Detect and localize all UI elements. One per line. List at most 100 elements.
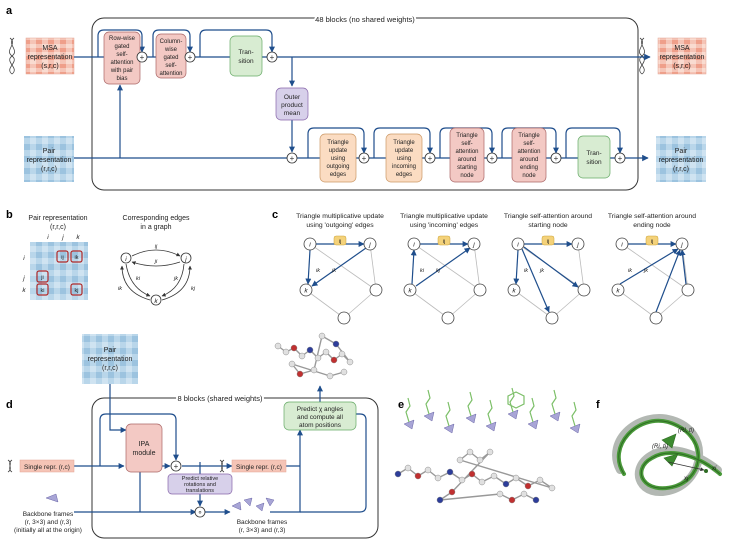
c-node-1-3 [369, 283, 383, 297]
pair-d-1: Pair [104, 347, 117, 354]
graph-edge-ki: ki [136, 276, 141, 282]
tri-start-3: attention [455, 149, 478, 155]
c-title-4-1: Triangle self-attention around [608, 213, 696, 220]
axis-row-j: j [22, 275, 25, 282]
graph-title-2: in a graph [140, 224, 171, 231]
dna-helix-icon [7, 459, 13, 473]
graph-edge-ik: ik [118, 286, 122, 292]
svg-text:∘: ∘ [197, 508, 202, 517]
dna-helix-icon [9, 37, 15, 75]
f-label-xi: xi [711, 466, 717, 472]
triangle-graph: i j k ij ji ki ik jk kj [118, 244, 196, 306]
c-node-4-4 [649, 311, 663, 325]
c-node-2-1 [467, 237, 481, 251]
tri-out-1: Triangle [327, 140, 349, 146]
c-node-4-0 [615, 237, 629, 251]
col-attn-3: gated [163, 55, 178, 61]
axis-row-k: k [22, 287, 26, 294]
svg-text:+: + [174, 462, 179, 471]
graph-node-i: i [125, 256, 127, 263]
c-title-4-2: ending node [633, 222, 671, 229]
graph-edge-kj: kj [191, 286, 196, 292]
pair-representation-input: Pair representation (r,r,c) [24, 136, 74, 182]
tri-out-5: edges [330, 172, 346, 178]
c-node-label-3-0: i [517, 242, 519, 249]
tri-out-2: update [329, 148, 348, 154]
single-out-label: Single repr. (r,c) [236, 464, 282, 471]
svg-text:+: + [554, 154, 559, 163]
block-frame-8 [91, 397, 379, 539]
svg-text:+: + [188, 53, 193, 62]
c-title-3-1: Triangle self-attention around [504, 213, 592, 220]
ball-and-stick-molecule-top [274, 332, 354, 380]
bb-in-3: (initially all at the origin) [14, 527, 82, 534]
ball-and-stick-molecule-bottom [394, 448, 556, 504]
c-edge-ik-2: ki [420, 268, 425, 274]
row-attn-1: Row-wise [109, 36, 136, 42]
ipa-module-box: IPA module [125, 423, 163, 473]
c-edge-ij-4: ij [651, 239, 653, 245]
triangle-update-outgoing-box: Triangle update using outgoing edges [319, 133, 357, 183]
bb-in-2: (r, 3×3) and (r,3) [25, 519, 72, 526]
pair-in-line-1: Pair [43, 148, 56, 155]
graph-node-j: j [184, 256, 187, 263]
c-node-2-2 [403, 283, 417, 297]
triangle-graph-c-3: Triangle self-attention around starting n… [504, 213, 592, 325]
single-repr-input: Single repr. (r,c) [7, 459, 75, 473]
col-attn-2: wise [164, 47, 178, 53]
c-node-1-4 [337, 311, 351, 325]
predict-rotations-box: Predict relative rotations and translati… [167, 473, 233, 495]
c-node-label-4-1: j [680, 242, 683, 249]
row-attn-5: with pair [110, 68, 133, 74]
f-label-rl: (Rl, tl) [678, 428, 694, 434]
triangle-attention-starting-node-box: Triangle self- attention around starting… [449, 127, 485, 183]
cell-ji: ji [40, 275, 43, 281]
panel-f-label: f [596, 399, 600, 411]
msa-out-line-1: MSA [674, 45, 690, 52]
add-operators-a [136, 51, 626, 164]
pair-d-2: representation [88, 356, 133, 363]
rot-3: translations [186, 488, 214, 494]
axis-col-j: j [61, 234, 64, 241]
c-node-label-4-0: i [621, 242, 623, 249]
rot-1: Predict relative [182, 476, 218, 482]
c-title-2-1: Triangle multiplicative update [400, 213, 488, 220]
graph-edge-ji: ji [154, 259, 158, 265]
c-title-3-2: starting node [528, 222, 568, 229]
tri-start-4: around [458, 157, 477, 163]
axis-col-i: i [47, 234, 49, 241]
c-edge-ij-1: ij [339, 239, 341, 245]
c-node-label-1-2: k [304, 288, 308, 295]
c-edge-ij-3: ij [547, 239, 549, 245]
svg-text:+: + [428, 154, 433, 163]
msa-representation-input: MSA representation (s,r,c) [9, 37, 75, 75]
c-node-1-1 [363, 237, 377, 251]
c-node-label-2-1: j [472, 242, 475, 249]
c-edge-ik-4: ik [628, 268, 632, 274]
panel-e: e [394, 387, 581, 504]
panel-f: f (Rl, tl) (Ri, ti) xj xi [596, 399, 722, 496]
panel-c-label: c [272, 209, 278, 221]
c-edge-jk-3: jk [539, 268, 544, 274]
panel-b: b Pair representation (r,r,c) Correspond… [6, 209, 196, 306]
ipa-1: IPA [139, 441, 150, 448]
msa-in-line-1: MSA [42, 45, 58, 52]
graph-edge-ij: ij [155, 244, 158, 250]
tri-out-4: outgoing [326, 164, 349, 170]
pair-in-line-3: (r,r,c) [41, 166, 57, 173]
c-title-1-2: using 'outgoing' edges [306, 222, 374, 229]
triangle-graph-c-4: Triangle self-attention around ending nod… [608, 213, 696, 325]
tri-start-5: starting [457, 165, 477, 171]
pair-matrix: i j k i j k ij ik ji ki kj [22, 234, 88, 300]
c-title-1-1: Triangle multiplicative update [296, 213, 384, 220]
svg-text:+: + [618, 154, 623, 163]
graph-title-1: Corresponding edges [123, 215, 190, 222]
bb-out-2: (r, 3×3) and (r,3) [239, 527, 286, 534]
trans-msa-2: sition [238, 58, 254, 65]
backbone-frames-input: Backbone frames (r, 3×3) and (r,3) (init… [14, 493, 82, 534]
msa-in-line-2: representation [28, 54, 73, 61]
column-wise-gated-self-attention-box: Column- wise gated self- attention [155, 33, 187, 79]
transition-msa-box: Tran- sition [229, 35, 263, 77]
row-attn-4: attention [110, 60, 133, 66]
c-node-2-0 [407, 237, 421, 251]
